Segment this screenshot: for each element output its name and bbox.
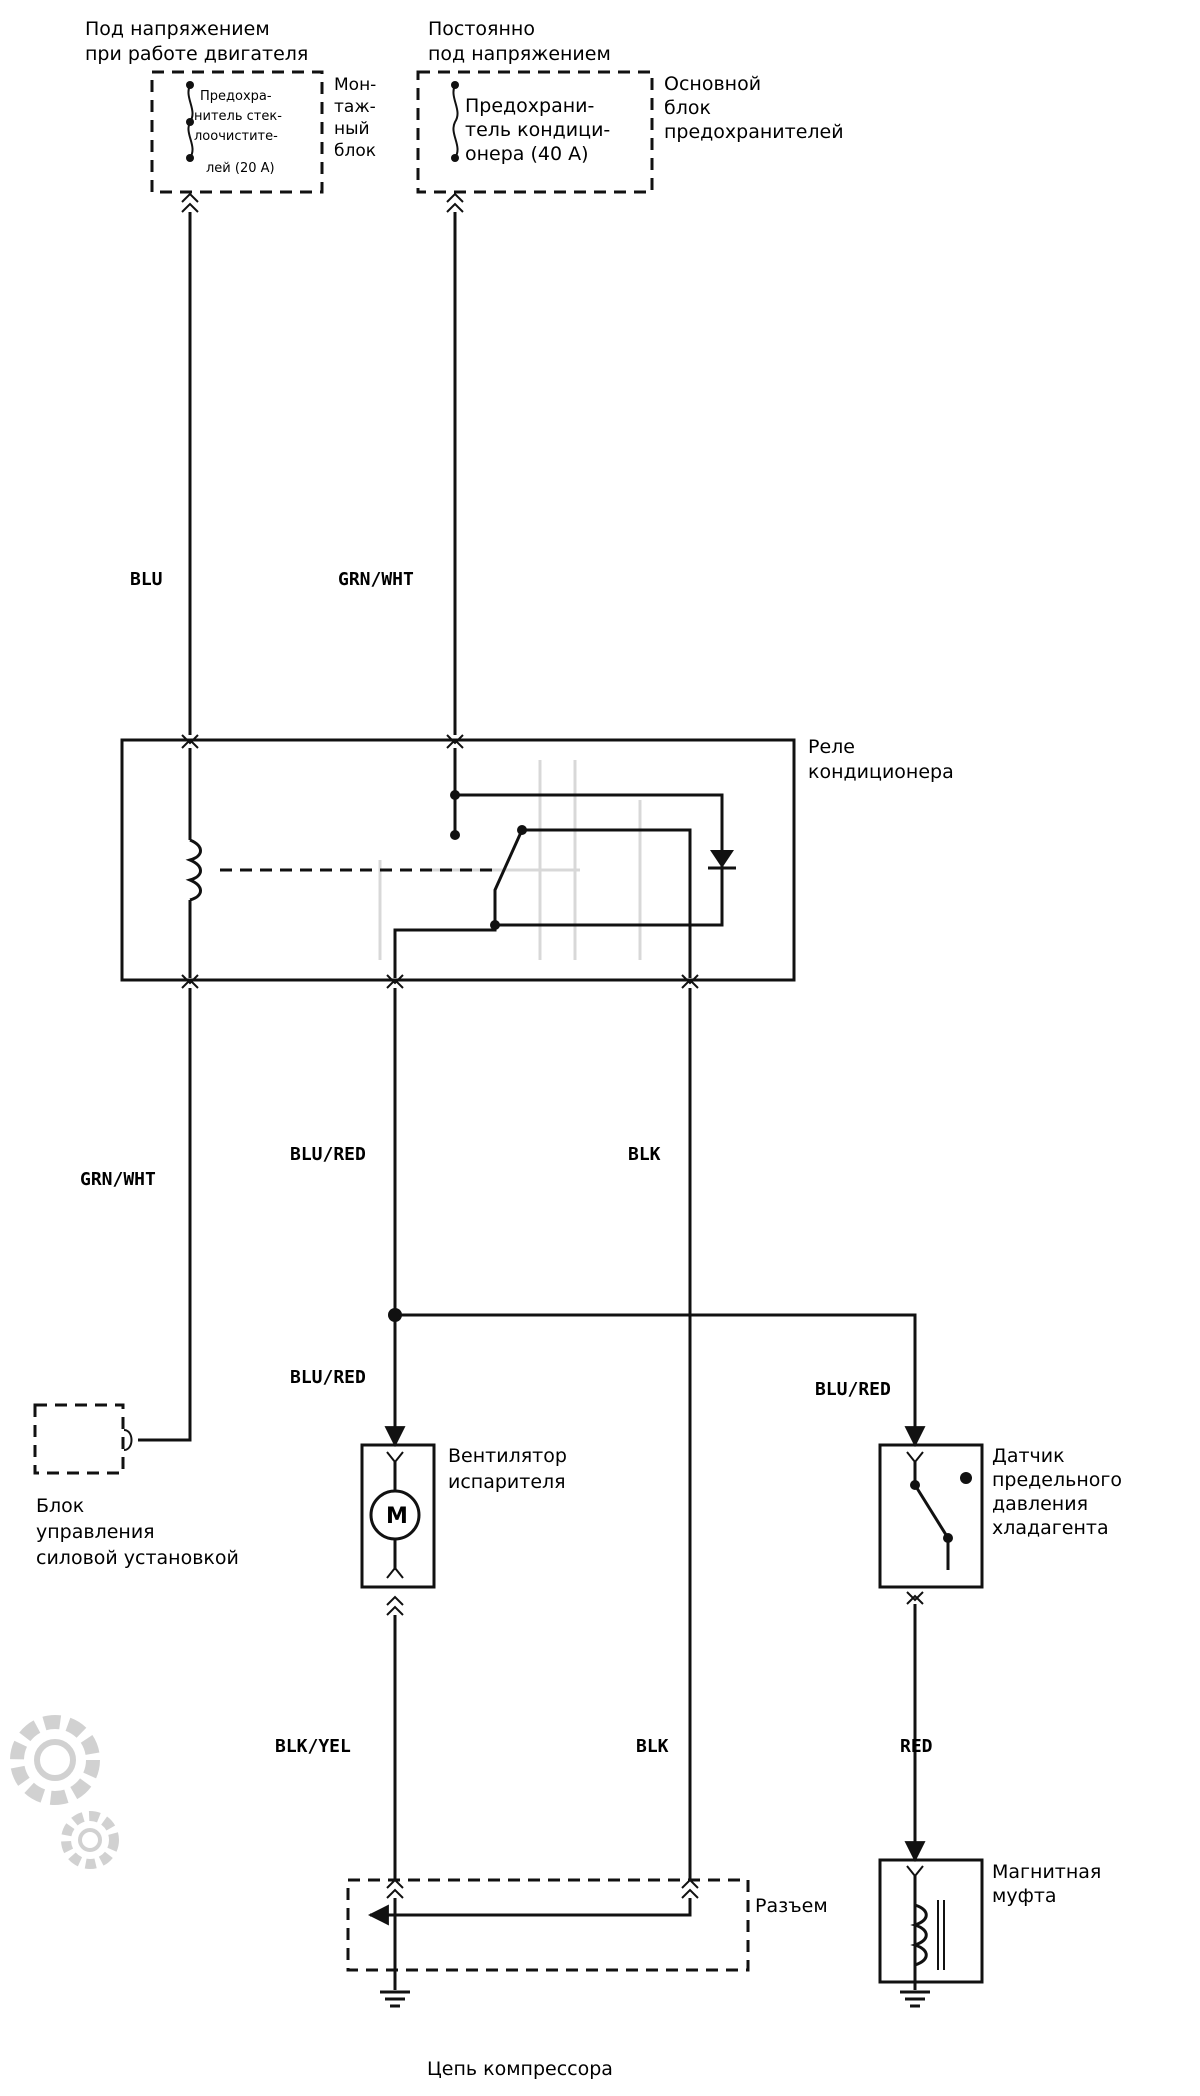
- ac-fuse-line-1: Предохрани-: [465, 95, 594, 117]
- source-right-line2: под напряжением: [428, 43, 611, 65]
- ac-fuse-line-3: онера (40 А): [465, 143, 589, 165]
- terminal-icon: [906, 1591, 924, 1605]
- diode-icon: [708, 850, 736, 870]
- terminal-icon: [906, 1865, 924, 1878]
- junction-dot: [450, 790, 460, 800]
- relay-coil-icon: [185, 838, 202, 902]
- mounting-block-line-3: ный: [334, 119, 370, 139]
- terminal-icon: [181, 192, 199, 213]
- connector-label: Разъем: [755, 1895, 828, 1917]
- wire-label-blu-red-2: BLU/RED: [290, 1367, 366, 1388]
- terminal-icon: [681, 1878, 699, 1899]
- terminal-icon: [446, 192, 464, 213]
- connector-icon: [123, 1429, 133, 1451]
- terminal-icon: [181, 974, 199, 989]
- clutch-label-line-1: Магнитная: [992, 1861, 1101, 1883]
- terminal-icon: [386, 1451, 404, 1464]
- wire-label-blk-2: BLK: [636, 1736, 669, 1757]
- wire-label-blu-red-1: BLU/RED: [290, 1144, 366, 1165]
- connector-outline: [346, 1878, 750, 1972]
- relay-contact: [450, 830, 460, 840]
- terminal-icon: [386, 1595, 404, 1616]
- gear-icon: [10, 1715, 119, 1869]
- wire-label-grn-wht-bottom: GRN/WHT: [80, 1169, 156, 1190]
- source-left-line1: Под напряжением: [85, 18, 270, 40]
- mounting-block-line-1: Мон-: [334, 75, 376, 95]
- relay-out-blu-red: [393, 925, 497, 978]
- main-fuse-block-line-1: Основной: [664, 73, 761, 95]
- wiper-fuse-line-4: лей (20 А): [206, 161, 275, 176]
- relay-label-line-2: кондиционера: [808, 761, 954, 783]
- diagram-caption: Цепь компрессора: [427, 2058, 613, 2080]
- main-fuse-block-outline: [416, 70, 654, 194]
- wire-label-grn-wht-top: GRN/WHT: [338, 569, 414, 590]
- fuse-icon: [186, 81, 194, 162]
- main-fuse-block-line-3: предохранителей: [664, 121, 844, 143]
- pcm-label-line-2: управления: [36, 1521, 155, 1543]
- pressure-switch-line-4: хладагента: [992, 1517, 1109, 1539]
- clutch-label-line-2: муфта: [992, 1885, 1057, 1907]
- wire-blu-red-branch: [395, 1313, 926, 1448]
- pcm-label-line-1: Блок: [36, 1495, 84, 1517]
- mounting-block-line-2: таж-: [334, 97, 376, 117]
- wire-label-blk-yel: BLK/YEL: [275, 1736, 351, 1757]
- main-fuse-block-line-2: блок: [664, 97, 711, 119]
- wiper-fuse-line-3: лоочистите-: [194, 129, 278, 144]
- terminal-icon: [906, 1451, 924, 1464]
- source-right-line1: Постоянно: [428, 18, 535, 40]
- motor-symbol: M: [386, 1504, 408, 1529]
- relay-label-line-1: Реле: [808, 736, 855, 758]
- fan-label-line-1: Вентилятор: [448, 1445, 567, 1467]
- fan-box: [360, 1443, 436, 1589]
- wire-label-blu: BLU: [130, 569, 163, 590]
- terminal-icon: [681, 974, 699, 989]
- wire-label-red: RED: [900, 1736, 933, 1757]
- wire-label-blu-red-3: BLU/RED: [815, 1379, 891, 1400]
- connector-bridge: [367, 1898, 692, 1926]
- relay-out-blk: [522, 828, 692, 978]
- terminal-icon: [446, 734, 464, 749]
- relay-box: [120, 738, 796, 982]
- fan-label-line-2: испарителя: [448, 1471, 566, 1493]
- pcm-label-line-3: силовой установкой: [36, 1547, 239, 1569]
- terminal-icon: [386, 1878, 404, 1899]
- clutch-box: [878, 1858, 984, 1984]
- terminal-icon: [386, 1566, 404, 1579]
- pcm-outline: [33, 1403, 125, 1475]
- indicator-dot: [960, 1472, 972, 1484]
- ground-icon: [380, 1990, 410, 2008]
- wire-grn-wht-bottom: [138, 988, 192, 1442]
- motor-icon: [369, 1489, 421, 1541]
- wiper-fuse-line-1: Предохра-: [200, 89, 272, 104]
- ground-icon: [900, 1990, 930, 2008]
- terminal-icon: [181, 734, 199, 749]
- wire-label-blk-1: BLK: [628, 1144, 661, 1165]
- ac-fuse-line-2: тель кондици-: [465, 119, 610, 141]
- terminal-icon: [386, 974, 404, 989]
- clutch-coil-icon: [910, 1900, 945, 1970]
- pressure-switch-box: [878, 1443, 984, 1589]
- pressure-switch-line-1: Датчик: [992, 1445, 1065, 1467]
- fuse-icon: [451, 81, 459, 162]
- source-left-line2: при работе двигателя: [85, 43, 308, 65]
- switch-blade: [913, 1484, 950, 1539]
- pressure-switch-line-2: предельного: [992, 1469, 1122, 1491]
- mounting-block-line-4: блок: [334, 141, 376, 161]
- wiper-fuse-line-2: нитель стек-: [194, 109, 282, 124]
- relay-switch-blade: [493, 829, 524, 925]
- pressure-switch-line-3: давления: [992, 1493, 1088, 1515]
- mounting-block-outline: [150, 70, 324, 194]
